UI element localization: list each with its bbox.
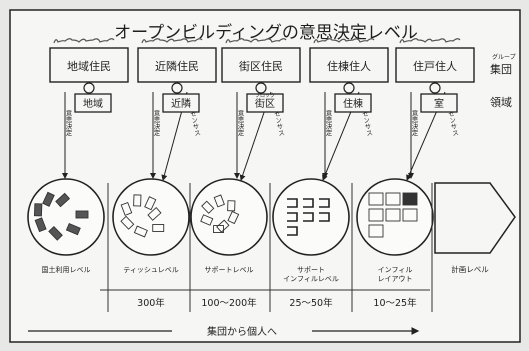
level-illustration-circle xyxy=(356,178,434,256)
diagram-title: オープンビルディングの意思決定レベル xyxy=(114,22,418,43)
years-label: 300年 xyxy=(137,297,165,309)
domain-label: 街区 xyxy=(255,97,275,110)
view-label: 国土利用レベル xyxy=(42,265,91,274)
scribble-mark xyxy=(225,38,287,44)
level-illustration-sketch xyxy=(33,191,89,241)
decision-label: 意思決定 xyxy=(324,109,332,138)
node-circle xyxy=(83,82,95,94)
view-label: インフィルレベル xyxy=(283,275,339,283)
decision-label: 意思決定 xyxy=(152,109,160,138)
actor-box xyxy=(137,47,217,83)
actor-box xyxy=(395,47,475,83)
decision-label: 意思決定 xyxy=(64,109,72,138)
actor-label: 住戸住人 xyxy=(413,59,457,73)
domain-label: 住棟 xyxy=(343,97,363,110)
years-label: 25～50年 xyxy=(289,297,333,309)
handwritten-annotations xyxy=(53,38,461,44)
level-illustration-sketch xyxy=(368,192,418,238)
bottom-arrow-label: 集団から個人へ xyxy=(207,325,277,338)
domain-box xyxy=(334,93,372,113)
actor-label: 街区住民 xyxy=(239,59,283,73)
scribble-mark xyxy=(141,38,203,44)
domain-ruby: ブロック xyxy=(255,92,275,99)
view-label: ティッシュレベル xyxy=(123,266,178,274)
domain-label: 地域 xyxy=(83,97,103,110)
actor-label: 住棟住人 xyxy=(327,59,371,73)
level-illustration-circle xyxy=(27,178,105,256)
years-label: 100～200年 xyxy=(201,297,257,309)
level-illustration-sketch xyxy=(287,198,330,236)
level-illustration-circle xyxy=(190,178,268,256)
node-circle xyxy=(255,82,267,94)
domain-label: 室 xyxy=(434,97,444,110)
actor-box xyxy=(49,47,129,83)
view-label-plan: 計画レベル xyxy=(451,264,489,274)
domain-box xyxy=(74,93,112,113)
level-illustration-circle xyxy=(272,178,350,256)
level-illustration-circle xyxy=(112,178,190,256)
side-label-group: 集団 xyxy=(490,62,512,76)
scribble-mark xyxy=(399,38,461,44)
view-label: サポートレベル xyxy=(205,266,254,274)
side-label-group-sup: グループ xyxy=(492,53,516,61)
scribble-mark xyxy=(313,38,375,44)
decision-label: 意思決定 xyxy=(236,109,244,138)
node-circle xyxy=(343,82,355,94)
scribble-mark xyxy=(53,38,115,44)
view-label: サポート xyxy=(297,266,325,274)
actor-label: 近隣住民 xyxy=(155,59,199,73)
domain-label: 近隣 xyxy=(171,97,191,110)
level-illustration-sketch xyxy=(200,194,240,233)
actor-box xyxy=(221,47,301,83)
bottom-arrow-label-bg xyxy=(172,324,312,338)
domain-box xyxy=(162,93,200,113)
decision-label: 意思決定 xyxy=(410,109,418,138)
node-circle xyxy=(171,82,183,94)
years-label: 10～25年 xyxy=(373,297,417,309)
node-circle xyxy=(429,82,441,94)
side-label-domain: 領域 xyxy=(490,95,512,109)
level-illustration-sketch xyxy=(120,194,165,238)
actor-label: 地域住民 xyxy=(67,59,111,73)
plan-level-chevron xyxy=(434,182,516,254)
view-label: インフィル xyxy=(378,266,413,274)
domain-box xyxy=(246,93,284,113)
view-label: レイアウト xyxy=(378,275,413,283)
actor-box xyxy=(309,47,389,83)
domain-box xyxy=(420,93,458,113)
